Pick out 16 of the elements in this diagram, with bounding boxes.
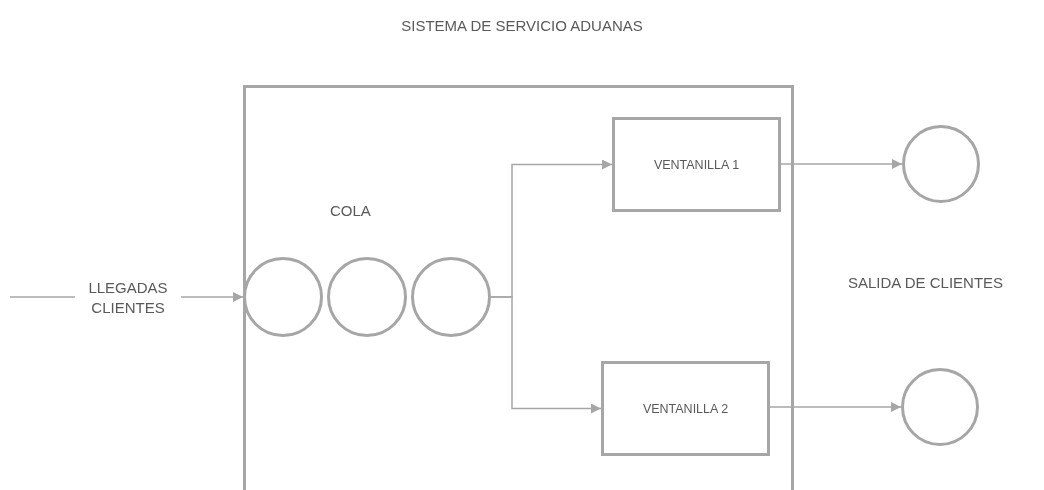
arrow <box>490 296 602 414</box>
process-box <box>601 361 770 456</box>
circle-node <box>243 257 323 337</box>
arrow <box>780 159 903 169</box>
circle-node <box>411 257 491 337</box>
box-label: VENTANILLA 1 <box>653 157 740 172</box>
system-boundary-box <box>243 85 794 490</box>
exit-label: SALIDA DE CLIENTES <box>848 274 1004 291</box>
queue-label: COLA <box>330 202 371 219</box>
circle-node <box>901 368 979 446</box>
circle-node <box>902 125 980 203</box>
arrow <box>769 402 902 412</box>
circle-node <box>327 257 407 337</box>
diagram-title: SISTEMA DE SERVICIO ADUANAS <box>401 17 643 34</box>
box-label: VENTANILLA 2 <box>642 401 729 416</box>
process-box <box>612 117 781 212</box>
